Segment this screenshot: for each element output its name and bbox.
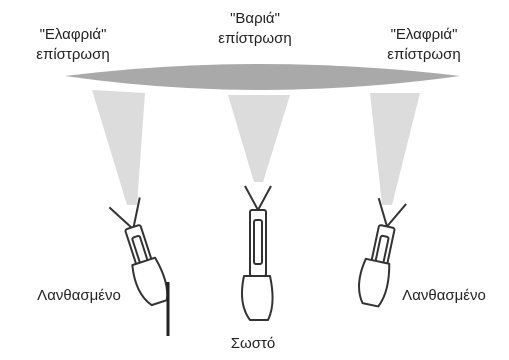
hand-icon xyxy=(130,257,171,308)
label-left-coat-line1: "Ελαφριά" xyxy=(18,25,128,45)
spray-cone-right xyxy=(370,93,420,205)
label-center-coat-line2: επίστρωση xyxy=(200,29,310,49)
hand-icon xyxy=(242,276,273,320)
spray-cone-left xyxy=(92,90,145,205)
label-center-technique: Σωστό xyxy=(208,334,298,354)
label-right-coat: "Ελαφριά" επίστρωση xyxy=(369,25,479,65)
label-center-coat-line1: "Βαριά" xyxy=(200,9,310,29)
label-right-coat-line2: επίστρωση xyxy=(369,45,479,65)
label-left-technique: Λανθασμένο xyxy=(24,286,134,306)
hand-icon xyxy=(355,258,392,307)
spray-cone-center xyxy=(228,95,290,182)
coated-surface xyxy=(65,64,460,90)
label-right-coat-line1: "Ελαφριά" xyxy=(369,25,479,45)
label-left-coat: "Ελαφριά" επίστρωση xyxy=(18,25,128,65)
label-center-coat: "Βαριά" επίστρωση xyxy=(200,9,310,49)
label-left-coat-line2: επίστρωση xyxy=(18,45,128,65)
spray-gun-icon xyxy=(242,186,273,320)
label-right-technique: Λανθασμένο xyxy=(389,286,499,306)
